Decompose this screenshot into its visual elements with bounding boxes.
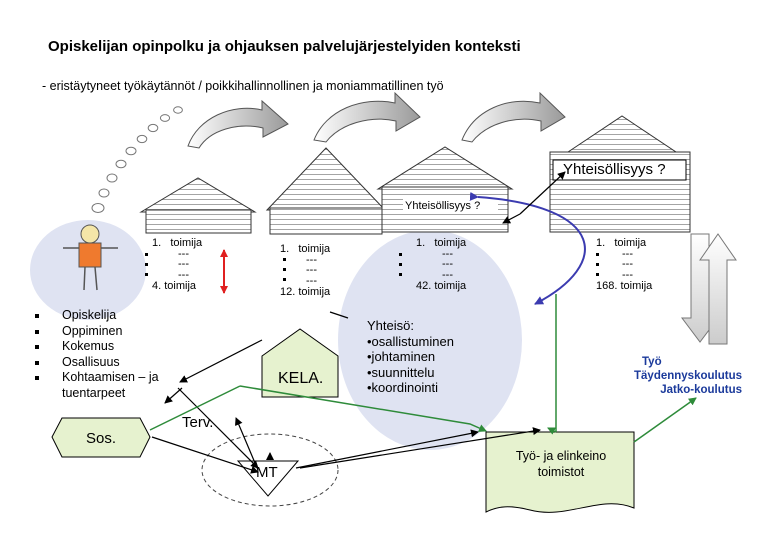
house-1-first: 1. (152, 237, 162, 249)
house-2-dash-2: --- (306, 264, 317, 276)
green-connectors (149, 294, 697, 443)
terv-label: Terv. (182, 414, 214, 431)
student-item: Opiskelija (34, 308, 184, 324)
house-1-dash-1: --- (178, 247, 189, 260)
mt-label: MT (256, 464, 278, 481)
blue-curve (469, 191, 586, 305)
student-item: Osallisuus (34, 355, 184, 371)
house-4 (549, 115, 691, 233)
connectors (151, 171, 566, 474)
sos-shape (51, 417, 151, 458)
house-3-dash-3: --- (442, 268, 453, 281)
community-heading: Yhteisö: (367, 318, 414, 333)
community-box-large (552, 159, 687, 181)
house-4-word: toimija (614, 237, 647, 249)
mt-circle (201, 433, 339, 507)
community-item: •osallistuminen (367, 333, 454, 349)
work-education-item: Jatko-koulutus (660, 384, 742, 396)
house-1-last: 4. toimija (152, 280, 197, 292)
work-education-item: Täydennyskoulutus (634, 370, 742, 382)
house-4-dash-3: --- (622, 268, 633, 281)
house-2 (265, 147, 387, 235)
house-2-dash-1: --- (306, 253, 317, 266)
house-2-last: 12. toimija (280, 286, 331, 298)
house-2-list: 1. toimija --- --- --- 12. toimija (280, 244, 330, 298)
house-3 (376, 146, 514, 233)
page-subtitle: - eristäytyneet työkäytännöt / poikkihal… (42, 79, 444, 93)
house-4-list: 1. toimija --- --- --- 168. toimija (596, 238, 652, 292)
house-4-last: 168. toimija (596, 280, 653, 292)
student-item: Kokemus (34, 339, 184, 355)
student-list: Opiskelija Oppiminen Kokemus Osallisuus … (34, 308, 184, 401)
house-1-word: toimija (170, 237, 203, 249)
house-1-list: 1. toimija --- --- --- 4. toimija (152, 238, 202, 292)
work-office-line: Työ- ja elinkeino (515, 449, 607, 463)
house-3-last: 42. toimija (416, 280, 467, 292)
student-zone-shading (30, 220, 146, 320)
house-1 (139, 177, 257, 234)
sos-label: Sos. (86, 430, 117, 447)
house-1-dash-3: --- (178, 268, 189, 281)
house-3-dash-1: --- (442, 247, 453, 260)
flow-arrows (187, 91, 566, 149)
house-4-dash-1: --- (622, 247, 633, 260)
house-3-list: 1. toimija --- --- --- 42. toimija (416, 238, 466, 292)
house-2-dash-3: --- (306, 274, 317, 287)
house-4-dash-2: --- (622, 258, 633, 270)
house-4-first: 1. (596, 237, 606, 249)
house-1-dash-2: --- (178, 258, 189, 270)
community-item: •suunnittelu (367, 364, 435, 380)
kela-label: KELA. (278, 370, 324, 387)
work-office-line: toimistot (537, 465, 585, 479)
community-item: •koordinointi (367, 380, 439, 395)
work-education-item: Työ (642, 356, 662, 368)
up-arrow (699, 233, 737, 345)
list-markers (145, 253, 599, 281)
student-figure (63, 224, 118, 291)
house-3-first: 1. (416, 237, 426, 249)
work-office-block: Työ- ja elinkeino toimistot (506, 448, 616, 480)
house-3-word: toimija (434, 237, 467, 249)
house-2-word: toimija (298, 243, 331, 255)
office-document (485, 431, 635, 513)
community-block: Yhteisö: •osallistuminen •johtaminen •su… (367, 318, 454, 396)
work-education-block: Työ Täydennyskoulutus Jatko-koulutus (610, 355, 742, 397)
community-label-large: Yhteisöllisyys ? (563, 161, 666, 178)
page-title: Opiskelijan opinpolku ja ohjauksen palve… (48, 38, 521, 55)
student-item: Kohtaamisen – ja tuentarpeet (34, 370, 184, 401)
community-item: •johtaminen (367, 349, 436, 364)
community-label-small: Yhteisöllisyys ? (405, 200, 481, 212)
house-3-dash-2: --- (442, 258, 453, 270)
dotted-path (91, 106, 183, 213)
student-item: Oppiminen (34, 324, 184, 340)
house-2-first: 1. (280, 243, 290, 255)
